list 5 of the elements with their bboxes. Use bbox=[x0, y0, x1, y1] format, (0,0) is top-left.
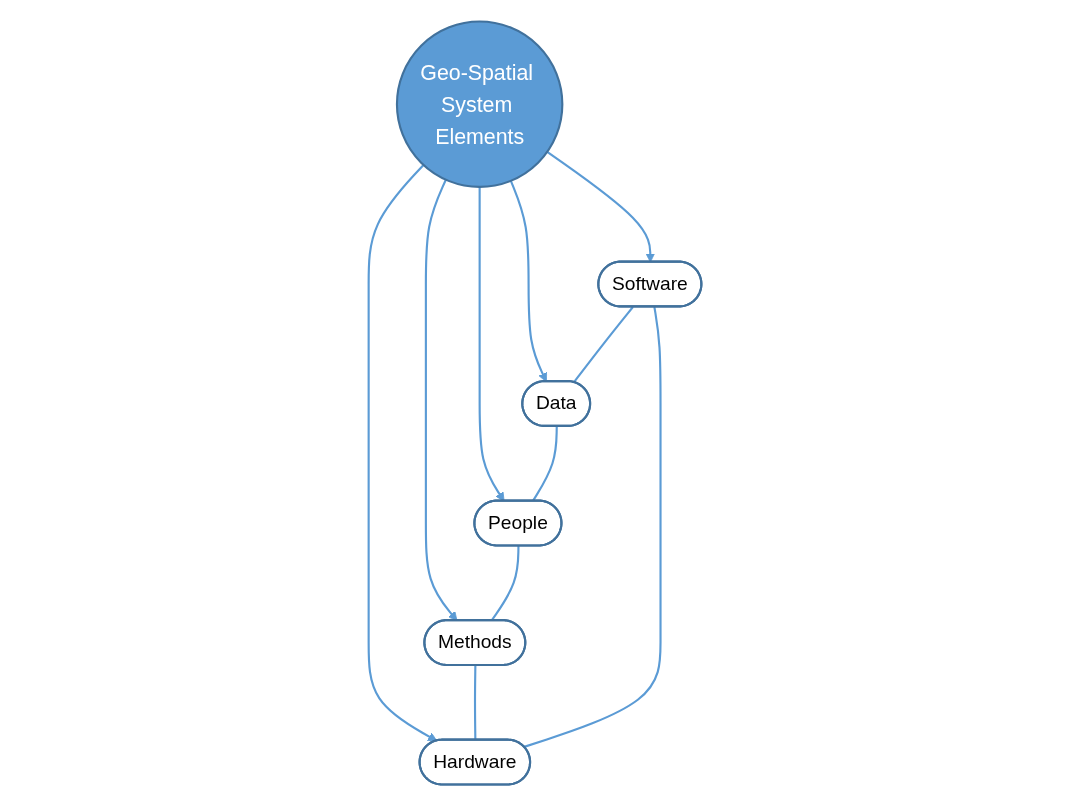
connector bbox=[523, 306, 662, 748]
arrow bbox=[367, 163, 438, 741]
connector bbox=[473, 664, 477, 740]
connector bbox=[573, 305, 634, 383]
node-circle: Geo-Spatial System Elements bbox=[395, 19, 564, 188]
